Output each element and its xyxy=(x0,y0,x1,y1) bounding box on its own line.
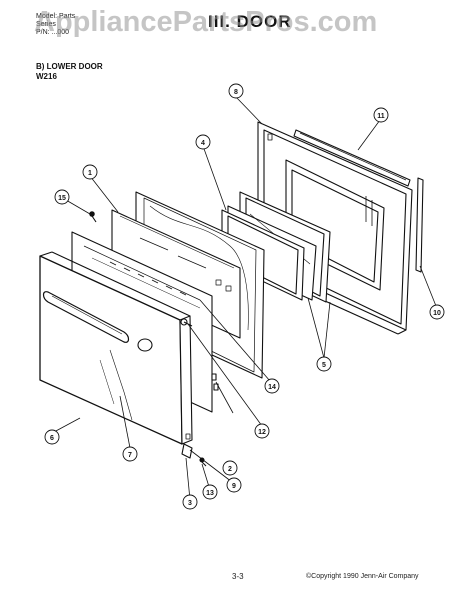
callout-circles xyxy=(44,83,445,510)
header-line-3: P/N: ...000 xyxy=(36,29,70,36)
callout-9: 9 xyxy=(232,483,236,490)
callout-7: 7 xyxy=(128,452,132,459)
page-title: III. DOOR xyxy=(208,12,292,31)
screw-part-13 xyxy=(199,457,207,467)
callout-14: 14 xyxy=(268,384,276,391)
section-model: W216 xyxy=(36,72,57,81)
callout-4: 4 xyxy=(201,140,205,147)
callout-5: 5 xyxy=(322,362,326,369)
callout-12: 12 xyxy=(258,429,266,436)
header-line-2: Series xyxy=(36,21,56,28)
top-trim-strip xyxy=(293,129,411,187)
door-handle xyxy=(42,291,130,343)
callout-13: 13 xyxy=(206,490,214,497)
callout-8: 8 xyxy=(234,89,238,96)
watermark: AppliancePartsPros.com xyxy=(34,6,378,38)
callout-10: 10 xyxy=(433,310,441,317)
section-heading: B) LOWER DOOR W216 xyxy=(36,62,103,82)
screw-part-15 xyxy=(89,211,97,223)
callout-2: 2 xyxy=(228,466,232,473)
side-trim-strip xyxy=(415,177,424,273)
callout-15: 15 xyxy=(58,195,66,202)
page-number: 3-3 xyxy=(232,572,244,581)
callout-11: 11 xyxy=(377,113,385,120)
leader-lines xyxy=(53,96,437,501)
hinge-clip xyxy=(181,433,193,459)
callout-6: 6 xyxy=(50,435,54,442)
screw-part-2 xyxy=(211,373,219,391)
outer-door-panel xyxy=(39,251,193,445)
bracket-part-12 xyxy=(180,318,193,327)
header-line-1: Model: Parts xyxy=(36,13,76,20)
header-info: Model: Parts Series P/N: ...000 xyxy=(36,13,75,37)
copyright: ©Copyright 1990 Jenn-Air Company xyxy=(306,573,419,580)
callout-1: 1 xyxy=(88,170,92,177)
callout-3: 3 xyxy=(188,500,192,507)
section-name: B) LOWER DOOR xyxy=(36,62,103,71)
